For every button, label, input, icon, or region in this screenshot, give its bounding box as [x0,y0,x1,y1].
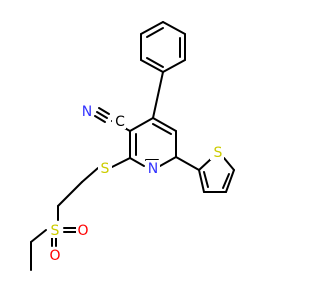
label-sulfonyl-S: S [48,222,62,239]
atom-C-nitrile: C [115,114,125,130]
atom-S-thioether: S [101,161,110,177]
atom-O-sulfonyl-bottom: O [49,248,60,264]
label-sulfonyl-O1: O [76,222,90,239]
atom-S-sulfonyl: S [51,223,60,239]
atom-S-thiophene: S [214,145,223,161]
label-thioether-S: S [98,160,112,177]
atom-O-sulfonyl-right: O [77,223,88,239]
chain-ch2-bond [57,181,83,207]
thiophene-ring [198,157,235,193]
label-thiophene-S: S [210,144,224,161]
molecule-drawing: C N N S S S O O [30,21,235,271]
pyridine-thiophene-bond [175,156,200,171]
phenyl-pyridine-bond [152,71,164,119]
nitrile-triple-bond [94,107,110,123]
label-nitrile-C: C [112,113,126,130]
phenyl-ring [140,21,186,73]
pyridine-thioether-bond [111,157,131,168]
label-pyridine-N: N [146,160,160,177]
pyridine-ring [129,117,177,167]
atom-N-nitrile: N [82,104,92,120]
atom-N-pyridine: N [148,161,158,177]
label-nitrile-N: N [80,103,94,120]
label-sulfonyl-O2: O [48,247,62,264]
structure-canvas: C N N S S S O O [30,21,235,271]
thioether-chain-bond [81,167,99,183]
